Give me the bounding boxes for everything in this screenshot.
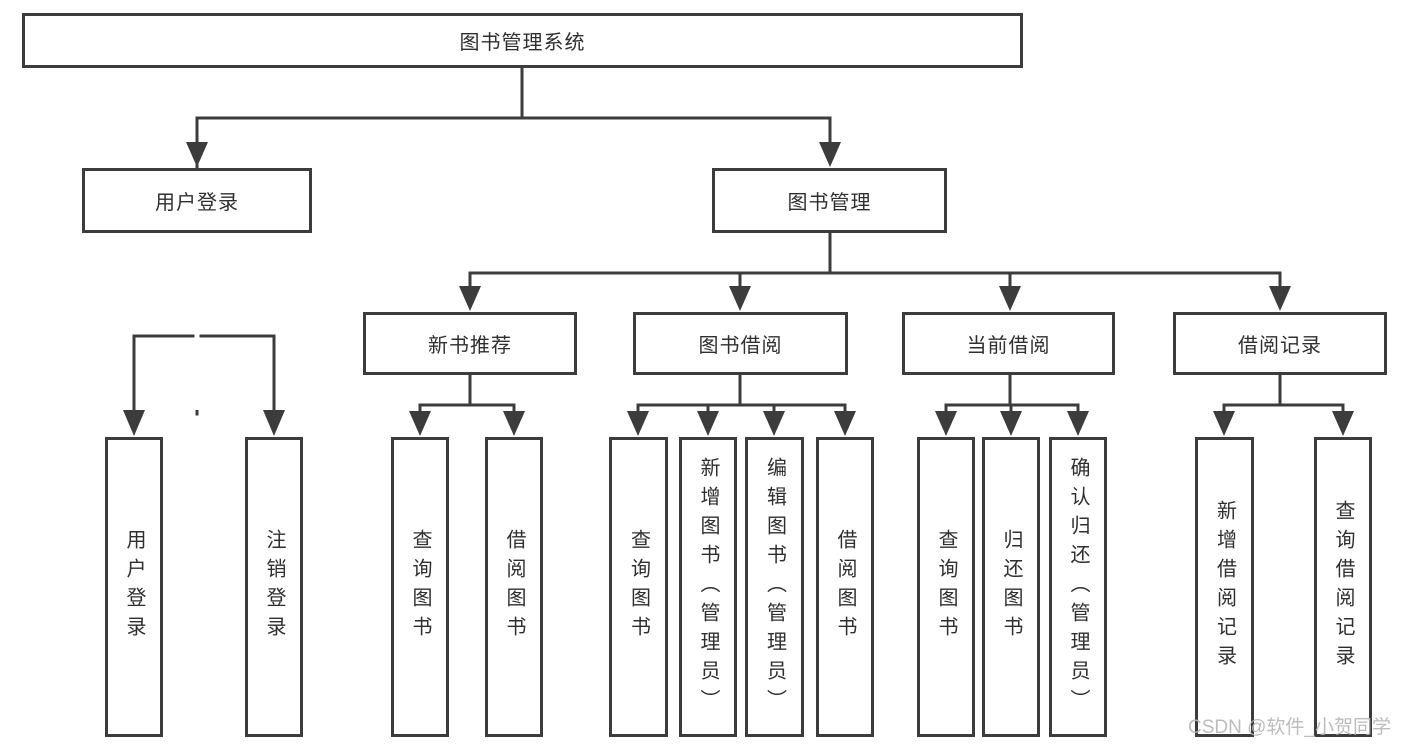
leaf-confirm-return-admin-label: 确认归还（管理员） [1067,456,1089,718]
node-user-login: 用户登录 [82,168,312,233]
csdn-watermark: CSDN @软件_小贺同学 [1188,717,1391,738]
node-current-borrow: 当前借阅 [902,312,1115,375]
node-new-book-recommend-label: 新书推荐 [428,335,512,357]
node-current-borrow-label: 当前借阅 [966,335,1051,357]
leaf-edit-book-admin-label: 编辑图书（管理员） [763,456,786,718]
leaf-logout: 注销登录 [245,437,303,737]
leaf-borrow-query-book: 查询图书 [609,437,668,737]
leaf-current-query-book-label: 查询图书 [935,529,957,645]
leaf-edit-book-admin: 编辑图书（管理员） [745,437,804,737]
leaf-user-login: 用户登录 [105,437,163,737]
leaf-confirm-return-admin: 确认归还（管理员） [1049,437,1107,737]
node-root-label: 图书管理系统 [459,32,586,54]
node-user-login-label: 用户登录 [155,192,239,214]
node-book-borrow: 图书借阅 [633,312,848,375]
leaf-add-borrow-record: 新增借阅记录 [1195,437,1254,737]
leaf-return-book-label: 归还图书 [1000,529,1022,645]
leaf-current-query-book: 查询图书 [917,437,975,737]
leaf-recommend-borrow-book-label: 借阅图书 [503,529,525,645]
leaf-borrow-borrow-book: 借阅图书 [816,437,874,737]
leaf-user-login-label: 用户登录 [123,529,145,645]
leaf-add-book-admin-label: 新增图书（管理员） [697,456,719,718]
leaf-logout-label: 注销登录 [263,529,285,645]
node-root-system: 图书管理系统 [22,13,1023,68]
node-new-book-recommend: 新书推荐 [363,312,577,375]
leaf-add-borrow-record-label: 新增借阅记录 [1213,500,1236,674]
leaf-recommend-query-book-label: 查询图书 [409,529,431,645]
leaf-recommend-query-book: 查询图书 [391,437,449,737]
leaf-recommend-borrow-book: 借阅图书 [485,437,543,737]
arrowheads [123,142,1354,436]
node-book-management-label: 图书管理 [787,192,872,214]
node-book-borrow-label: 图书借阅 [698,335,783,357]
node-borrow-record-label: 借阅记录 [1238,335,1322,357]
node-book-management: 图书管理 [712,168,947,233]
leaf-query-borrow-record: 查询借阅记录 [1314,437,1372,737]
leaf-borrow-borrow-book-label: 借阅图书 [834,529,856,645]
leaf-return-book: 归还图书 [982,437,1040,737]
leaf-borrow-query-book-label: 查询图书 [627,529,650,645]
leaf-add-book-admin: 新增图书（管理员） [679,437,737,737]
node-borrow-record: 借阅记录 [1173,312,1387,375]
leaf-query-borrow-record-label: 查询借阅记录 [1332,500,1354,674]
